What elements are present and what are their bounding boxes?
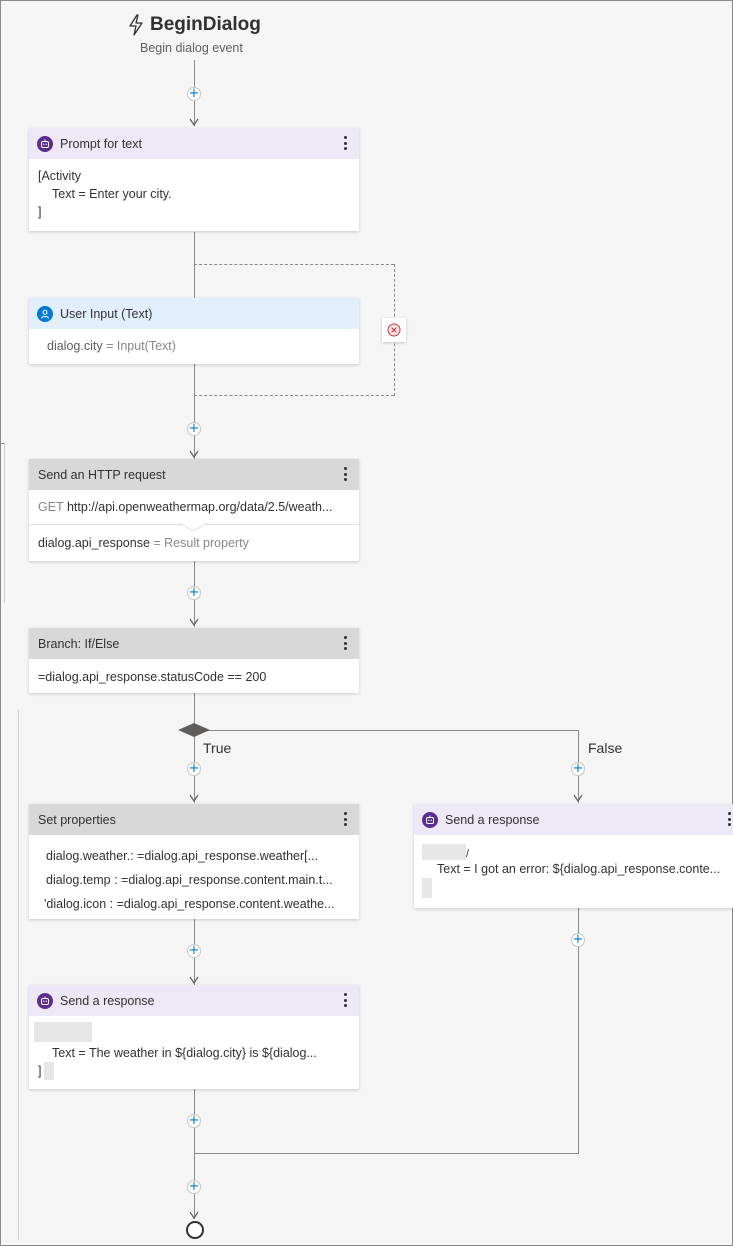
connector-line <box>194 232 195 298</box>
lightning-icon <box>129 14 143 36</box>
send-response-error-card[interactable]: Send a response / Text = I got an error:… <box>414 804 733 908</box>
more-options-icon[interactable] <box>344 636 347 650</box>
body-line: ] <box>38 205 42 219</box>
user-input-card[interactable]: User Input (Text) dialog.city = Input(Te… <box>29 298 359 364</box>
branch-line <box>578 908 579 1154</box>
branch-line <box>194 730 579 731</box>
card-header: Set properties <box>29 804 359 835</box>
http-url: http://api.openweathermap.org/data/2.5/w… <box>66 500 333 514</box>
set-properties-card[interactable]: Set properties dialog.weather.: =dialog.… <box>29 804 359 919</box>
http-request-card[interactable]: Send an HTTP request GET http://api.open… <box>29 459 359 561</box>
loop-line <box>194 264 394 265</box>
card-title: Send an HTTP request <box>38 467 166 482</box>
trigger-subtitle: Begin dialog event <box>140 41 243 55</box>
edge-mark <box>0 443 5 444</box>
add-node-button[interactable]: + <box>187 943 201 958</box>
person-icon <box>37 305 53 322</box>
card-title: Prompt for text <box>60 136 142 151</box>
body-line: [Activity <box>38 169 82 183</box>
body-line: Text = Enter your city. <box>52 187 172 201</box>
prompt-text-card[interactable]: Prompt for text [Activity Text = Enter y… <box>29 128 359 231</box>
input-value: = Input(Text) <box>106 339 176 353</box>
property-row: dialog.temp : =dialog.api_response.conte… <box>46 873 333 887</box>
http-method: GET <box>38 500 64 514</box>
add-node-button[interactable]: + <box>571 761 585 776</box>
card-title: Branch: If/Else <box>38 636 120 651</box>
input-property: dialog.city <box>47 339 103 353</box>
end-node <box>186 1221 204 1239</box>
redacted-block <box>422 878 725 898</box>
card-body: Text = The weather in ${dialog.city} is … <box>29 1016 359 1088</box>
property-row: dialog.weather.: =dialog.api_response.we… <box>46 849 319 863</box>
arrow-down-icon <box>189 118 199 127</box>
redacted-block <box>34 1022 350 1044</box>
more-options-icon[interactable] <box>344 993 347 1007</box>
card-title: Send a response <box>60 993 155 1008</box>
add-node-button[interactable]: + <box>571 932 585 947</box>
bot-icon <box>422 811 438 828</box>
send-response-card[interactable]: Send a response Text = The weather in ${… <box>29 985 359 1089</box>
card-title: Send a response <box>445 812 540 827</box>
arrow-down-icon <box>189 618 199 627</box>
branch-condition: =dialog.api_response.statusCode == 200 <box>38 670 267 684</box>
card-body: dialog.city = Input(Text) <box>29 329 359 363</box>
response-text: Text = The weather in ${dialog.city} is … <box>52 1046 317 1060</box>
trigger-title: BeginDialog <box>127 14 261 36</box>
more-options-icon[interactable] <box>344 467 347 481</box>
card-header: Send a response <box>414 804 733 835</box>
request-line: GET http://api.openweathermap.org/data/2… <box>29 490 359 524</box>
more-options-icon[interactable] <box>728 812 731 826</box>
arrow-down-icon <box>189 976 199 985</box>
edge-mark <box>4 443 5 603</box>
property-row: 'dialog.icon : =dialog.api_response.cont… <box>44 897 335 911</box>
result-property: dialog.api_response <box>38 536 150 550</box>
card-header: Branch: If/Else <box>29 628 359 659</box>
branch-diamond-icon <box>178 723 210 737</box>
arrow-down-icon <box>189 1211 199 1220</box>
add-node-button[interactable]: + <box>187 585 201 600</box>
body-line: ] <box>34 1062 350 1080</box>
redacted-block: / <box>422 844 725 860</box>
more-options-icon[interactable] <box>344 812 347 826</box>
add-node-button[interactable]: + <box>187 1113 201 1128</box>
bot-icon <box>37 135 53 152</box>
true-branch-label: True <box>203 740 232 756</box>
card-header: Prompt for text <box>29 128 359 159</box>
more-options-icon[interactable] <box>344 136 347 150</box>
card-title: Set properties <box>38 812 116 827</box>
error-handler-node[interactable] <box>382 318 406 342</box>
card-title: User Input (Text) <box>60 306 153 321</box>
arrow-down-icon <box>573 794 583 803</box>
bot-icon <box>37 992 53 1009</box>
edge-mark <box>18 710 19 1240</box>
card-body: / Text = I got an error: ${dialog.api_re… <box>414 835 733 906</box>
card-header: Send a response <box>29 985 359 1016</box>
connector-line <box>194 364 195 459</box>
add-node-button[interactable]: + <box>187 761 201 776</box>
arrow-down-icon <box>189 794 199 803</box>
connector-line <box>194 693 195 803</box>
trigger-name: BeginDialog <box>150 14 261 35</box>
result-line: dialog.api_response = Result property <box>29 525 359 560</box>
card-body: [Activity Text = Enter your city. ] <box>29 159 359 229</box>
result-label: = Result property <box>153 536 249 550</box>
false-branch-label: False <box>588 740 623 756</box>
card-body: dialog.weather.: =dialog.api_response.we… <box>29 835 359 924</box>
arrow-down-icon <box>189 450 199 459</box>
add-node-button[interactable]: + <box>187 421 201 436</box>
card-header: Send an HTTP request <box>29 459 359 490</box>
branch-merge-line <box>194 1153 579 1154</box>
connector-line <box>194 1089 195 1219</box>
error-icon <box>387 323 401 337</box>
card-header: User Input (Text) <box>29 298 359 329</box>
add-node-button[interactable]: + <box>187 1179 201 1194</box>
branch-card[interactable]: Branch: If/Else =dialog.api_response.sta… <box>29 628 359 693</box>
response-text: Text = I got an error: ${dialog.api_resp… <box>437 862 721 876</box>
loop-line <box>194 395 394 396</box>
add-node-button[interactable]: + <box>187 86 201 101</box>
divider <box>29 523 359 532</box>
caret-icon <box>179 523 207 532</box>
